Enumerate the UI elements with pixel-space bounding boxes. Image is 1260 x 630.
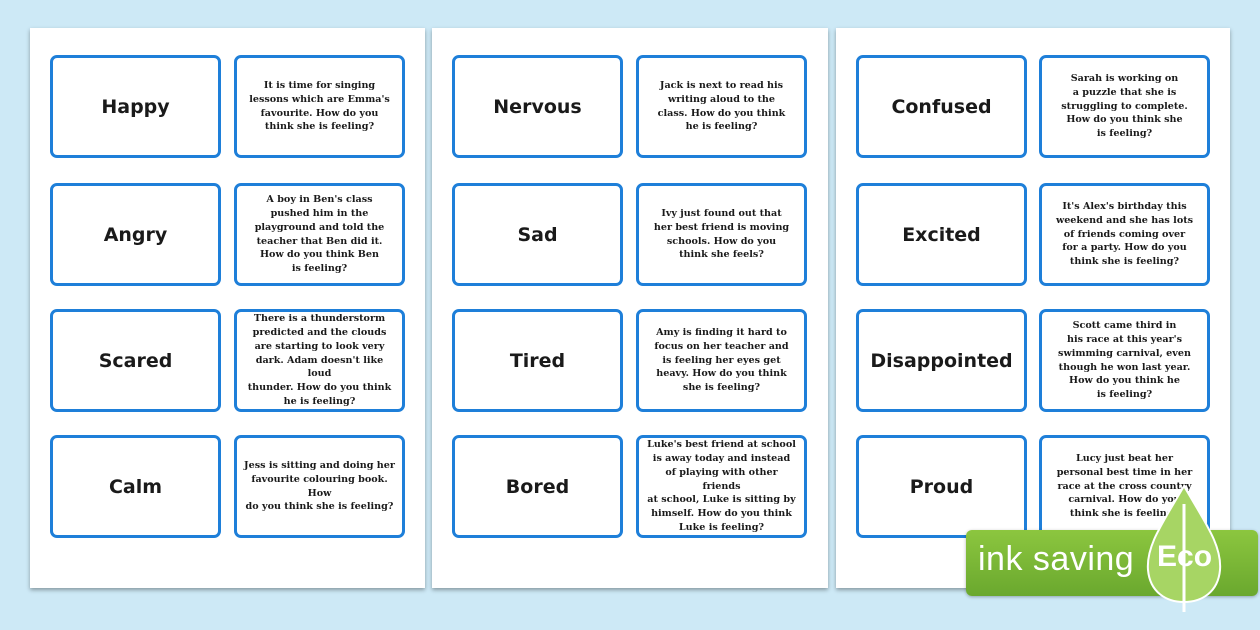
- scenario-card: Scott came third in his race at this yea…: [1039, 309, 1210, 412]
- emotion-card: Tired: [452, 309, 623, 412]
- emotion-label: Bored: [505, 475, 570, 498]
- scenario-text: Ivy just found out that her best friend …: [653, 207, 790, 261]
- emotion-label: Happy: [101, 95, 170, 118]
- scenario-card: There is a thunderstorm predicted and th…: [234, 309, 405, 412]
- scenario-card: It is time for singing lessons which are…: [234, 55, 405, 158]
- scenario-text: Luke's best friend at school is away tod…: [647, 439, 796, 533]
- emotion-label: Calm: [108, 475, 163, 498]
- emotion-card: Happy: [50, 55, 221, 158]
- scenario-card: Jess is sitting and doing her favourite …: [234, 435, 405, 538]
- scenario-text: There is a thunderstorm predicted and th…: [247, 313, 392, 407]
- scenario-text: Jess is sitting and doing her favourite …: [244, 459, 395, 513]
- emotion-label: Angry: [103, 223, 168, 246]
- scenario-text: Amy is finding it hard to focus on her t…: [654, 327, 789, 394]
- emotion-card: Calm: [50, 435, 221, 538]
- emotion-card: Bored: [452, 435, 623, 538]
- emotion-label: Tired: [509, 349, 566, 372]
- scenario-text: Lucy just beat her personal best time in…: [1056, 453, 1193, 520]
- emotion-card: Disappointed: [856, 309, 1027, 412]
- emotion-label: Sad: [517, 223, 558, 246]
- emotion-label: Nervous: [493, 95, 582, 118]
- emotion-card: Sad: [452, 183, 623, 286]
- scenario-card: Sarah is working on a puzzle that she is…: [1039, 55, 1210, 158]
- scenario-text: Jack is next to read his writing aloud t…: [657, 79, 786, 133]
- scenario-card: Ivy just found out that her best friend …: [636, 183, 807, 286]
- scenario-text: It is time for singing lessons which are…: [249, 79, 390, 133]
- eco-label: Eco: [1157, 540, 1213, 573]
- card-sheet-1: Happy It is time for singing lessons whi…: [30, 28, 425, 588]
- card-sheet-2: Nervous Jack is next to read his writing…: [432, 28, 828, 588]
- scenario-text: A boy in Ben's class pushed him in the p…: [254, 194, 385, 275]
- emotion-card: Angry: [50, 183, 221, 286]
- card-sheet-3: Confused Sarah is working on a puzzle th…: [836, 28, 1230, 588]
- emotion-label: Disappointed: [870, 349, 1013, 372]
- scenario-card: Amy is finding it hard to focus on her t…: [636, 309, 807, 412]
- emotion-label: Scared: [98, 349, 173, 372]
- emotion-card: Proud: [856, 435, 1027, 538]
- emotion-card: Excited: [856, 183, 1027, 286]
- scenario-card: It's Alex's birthday this weekend and sh…: [1039, 183, 1210, 286]
- emotion-card: Nervous: [452, 55, 623, 158]
- emotion-card: Scared: [50, 309, 221, 412]
- scenario-card: Luke's best friend at school is away tod…: [636, 435, 807, 538]
- emotion-label: Confused: [891, 95, 992, 118]
- emotion-label: Proud: [909, 475, 974, 498]
- emotion-label: Excited: [902, 223, 981, 246]
- scenario-text: It's Alex's birthday this weekend and sh…: [1055, 201, 1194, 268]
- emotion-card: Confused: [856, 55, 1027, 158]
- scenario-text: Scott came third in his race at this yea…: [1058, 320, 1191, 401]
- leaf-icon: [1146, 484, 1222, 612]
- scenario-card: Jack is next to read his writing aloud t…: [636, 55, 807, 158]
- scenario-text: Sarah is working on a puzzle that she is…: [1061, 73, 1188, 140]
- ink-saving-label: ink saving: [978, 540, 1135, 578]
- scenario-card: A boy in Ben's class pushed him in the p…: [234, 183, 405, 286]
